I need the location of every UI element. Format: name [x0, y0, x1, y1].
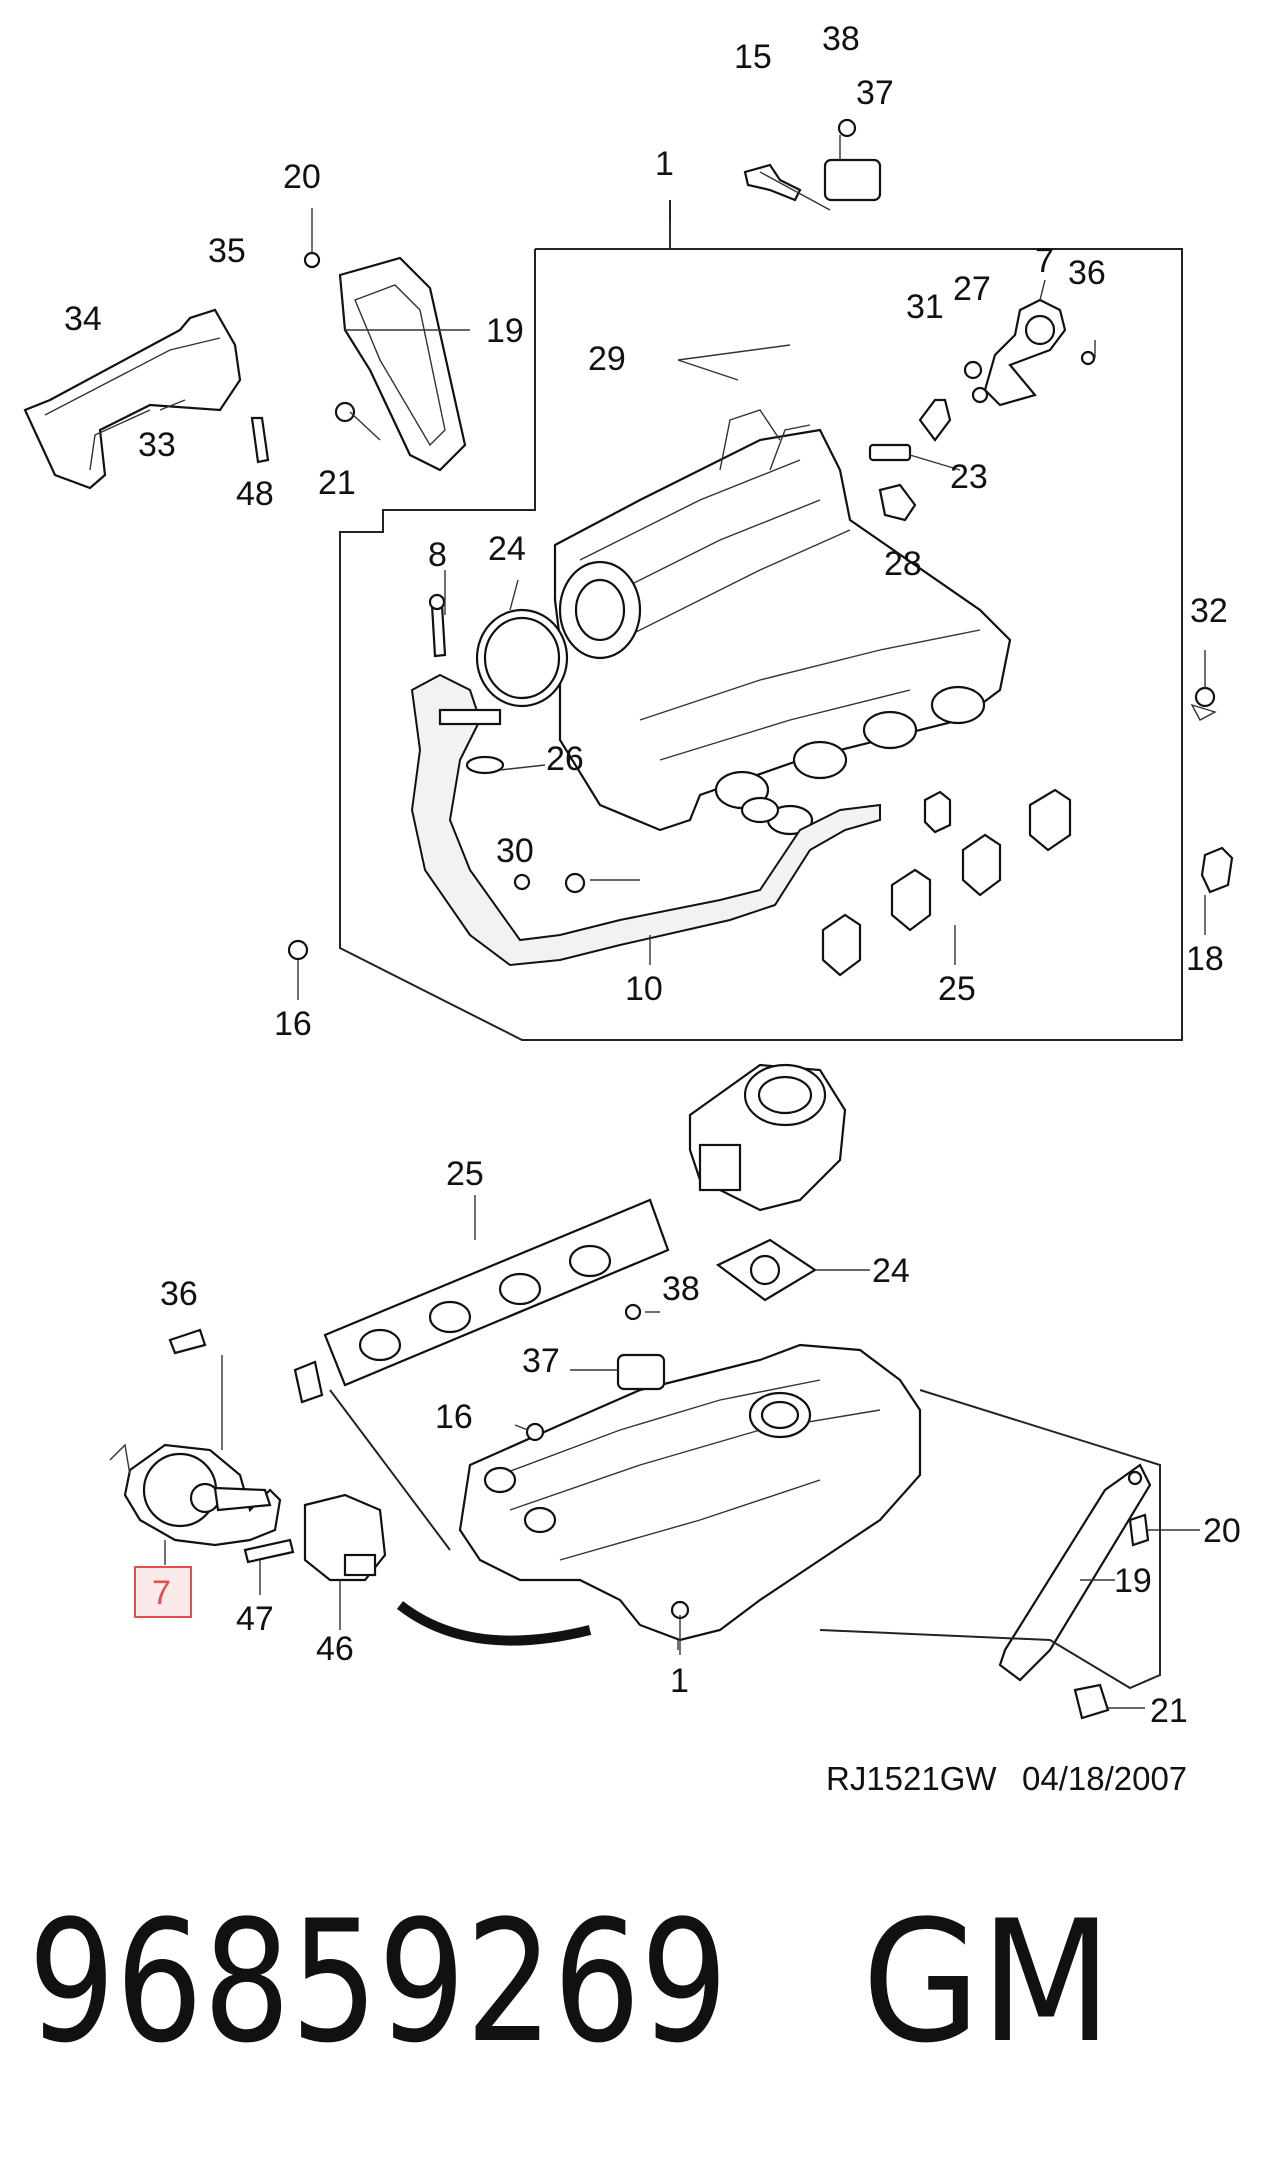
- callout-24-upper: 24: [488, 530, 526, 568]
- callout-37-upper: 37: [856, 74, 894, 112]
- callout-21-lower: 21: [1150, 1692, 1188, 1730]
- part-number: 96859269: [28, 1884, 728, 2080]
- callout-36-lower: 36: [160, 1275, 198, 1313]
- intake-manifold-upper: [553, 409, 1012, 836]
- callout-30: 30: [496, 832, 534, 870]
- actuator-7-lower: [109, 1443, 282, 1547]
- callout-23: 23: [950, 458, 988, 496]
- callout-24-lower: 24: [872, 1252, 910, 1290]
- callout-19-lower: 19: [1114, 1562, 1152, 1600]
- callout-25-upper: 25: [938, 970, 976, 1008]
- callout-16-lower: 16: [435, 1398, 473, 1436]
- callout-31: 31: [906, 288, 944, 326]
- reference-code: RJ1521GW: [826, 1760, 997, 1797]
- callout-labels: 1 15 38 37 20 35 34 19 33 21 48 29 31 27…: [64, 20, 1241, 1730]
- callout-36-upper: 36: [1068, 254, 1106, 292]
- callout-34: 34: [64, 300, 102, 338]
- callout-47: 47: [236, 1600, 274, 1638]
- callout-21-upper: 21: [318, 464, 356, 502]
- lower-assembled-view: [109, 1063, 1200, 1720]
- callout-27: 27: [953, 270, 991, 308]
- callout-29: 29: [588, 340, 626, 378]
- bracket-19-upper: [338, 256, 467, 472]
- callout-15: 15: [734, 38, 772, 76]
- callout-26: 26: [546, 740, 584, 778]
- callout-48: 48: [236, 475, 274, 513]
- callout-19-upper: 19: [486, 312, 524, 350]
- callout-25-lower: 25: [446, 1155, 484, 1193]
- callout-16-upper: 16: [274, 1005, 312, 1043]
- brand-label: GM: [862, 1884, 1112, 2080]
- callout-28: 28: [884, 545, 922, 583]
- part-number-footer: 96859269 GM: [28, 1884, 1112, 2080]
- actuator-7-upper: [983, 298, 1067, 407]
- callout-32: 32: [1190, 592, 1228, 630]
- callout-1-lower: 1: [670, 1662, 689, 1700]
- callout-7-upper: 7: [1035, 242, 1054, 280]
- callout-35: 35: [208, 232, 246, 270]
- callout-20-upper: 20: [283, 158, 321, 196]
- heat-shield-33: [23, 308, 242, 490]
- callout-7-lower: 7: [152, 1574, 171, 1612]
- callout-1-upper: 1: [655, 145, 674, 183]
- callout-20-lower: 20: [1203, 1512, 1241, 1550]
- callout-38-lower: 38: [662, 1270, 700, 1308]
- callout-33: 33: [138, 426, 176, 464]
- reference-date: 04/18/2007: [1022, 1760, 1187, 1797]
- callout-8: 8: [428, 536, 447, 574]
- callout-37-lower: 37: [522, 1342, 560, 1380]
- reference-line: RJ1521GW 04/18/2007: [826, 1760, 1187, 1797]
- callout-46: 46: [316, 1630, 354, 1668]
- upper-exploded-view: [23, 118, 1234, 1041]
- egr-pipe-10: [410, 673, 881, 967]
- intake-manifold-lower: [458, 1343, 922, 1642]
- callout-18: 18: [1186, 940, 1224, 978]
- bracket-19-lower: [998, 1463, 1152, 1682]
- callout-10: 10: [625, 970, 663, 1008]
- callout-38-upper: 38: [822, 20, 860, 58]
- highlight-box-7: [134, 1566, 192, 1618]
